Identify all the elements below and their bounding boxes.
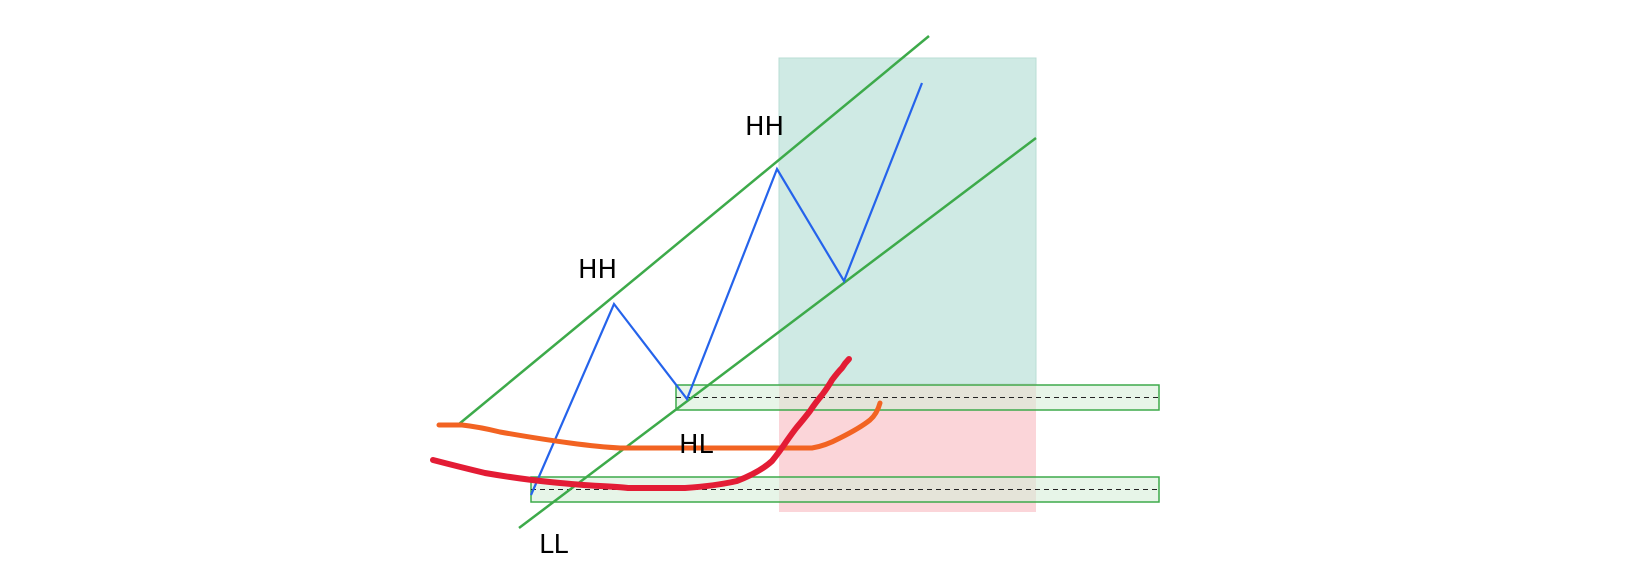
target-zone xyxy=(778,57,1037,385)
slow-moving-average-line xyxy=(436,400,883,451)
label-first-higher-high: HH xyxy=(578,255,617,285)
fast-moving-average-line xyxy=(430,356,852,491)
price-swing-path xyxy=(529,82,924,496)
label-higher-low: HL xyxy=(679,430,714,460)
label-lower-low: LL xyxy=(539,530,568,560)
channel-lower-line xyxy=(518,137,1037,529)
upper-level-band xyxy=(675,384,1160,411)
label-second-higher-high: HH xyxy=(745,112,784,142)
channel-upper-line xyxy=(458,35,930,425)
